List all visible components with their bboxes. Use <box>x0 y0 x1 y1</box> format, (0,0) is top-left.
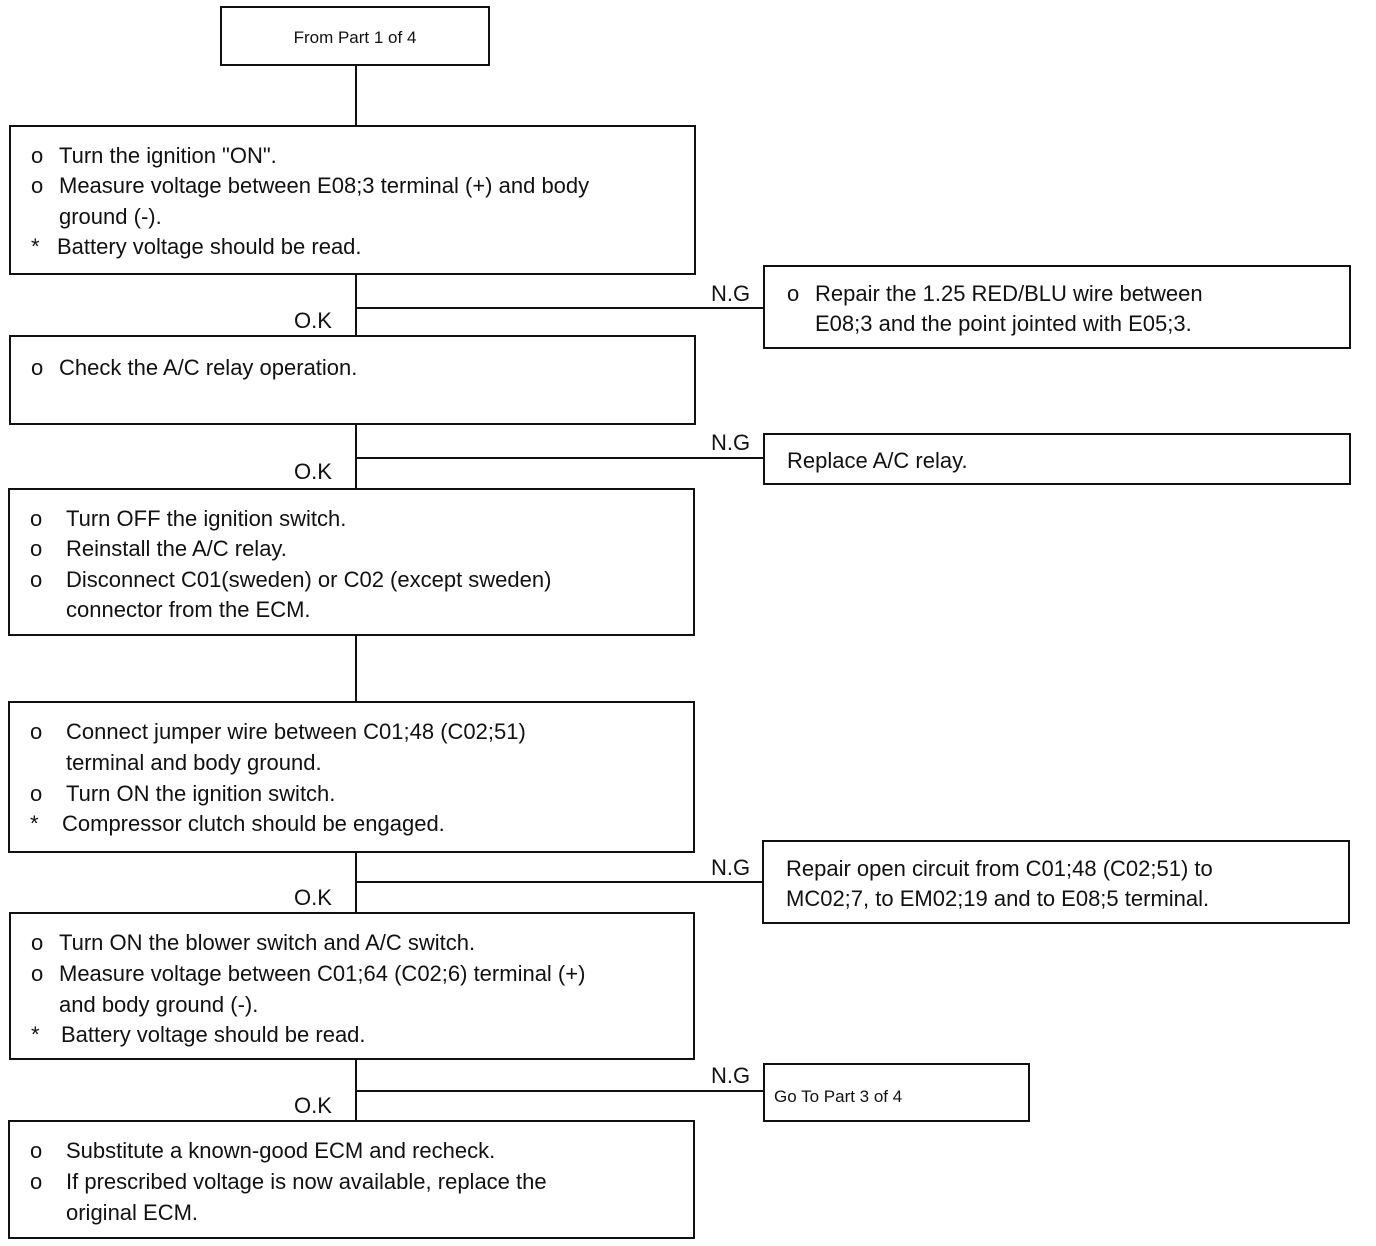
step-text: original ECM. <box>66 1200 199 1225</box>
step-text: Measure voltage between C01;64 (C02;6) t… <box>59 961 586 986</box>
step-text: If prescribed voltage is now available, … <box>66 1169 547 1194</box>
step-text: Connect jumper wire between C01;48 (C02;… <box>66 719 526 744</box>
ng-label: N.G <box>711 281 751 306</box>
step-text: terminal and body ground. <box>66 750 322 775</box>
step-text: Measure voltage between E08;3 terminal (… <box>59 173 590 198</box>
action-text: MC02;7, to EM02;19 and to E08;5 terminal… <box>786 886 1210 911</box>
step-text: Turn ON the ignition switch. <box>66 781 336 806</box>
bullet: * <box>31 234 40 259</box>
ok-label: O.K <box>294 1093 332 1118</box>
ok-label: O.K <box>294 308 332 333</box>
bullet: * <box>31 1022 40 1047</box>
connector-line <box>355 66 357 126</box>
action-text: Repair the 1.25 RED/BLU wire between <box>815 281 1203 306</box>
connector-line <box>355 635 357 702</box>
bullet: o <box>30 536 43 561</box>
ng-label: N.G <box>711 1063 751 1088</box>
start-label: From Part 1 of 4 <box>293 28 417 47</box>
ng-label: N.G <box>711 430 751 455</box>
step-5-box: o Turn ON the blower switch and A/C switc… <box>9 912 695 1060</box>
bullet: o <box>30 567 43 592</box>
goto-part-3-label: Go To Part 3 of 4 <box>774 1087 903 1106</box>
action-text: E08;3 and the point jointed with E05;3. <box>815 311 1192 336</box>
step-text: Battery voltage should be read. <box>61 1022 366 1047</box>
ng-branch-line <box>355 881 764 883</box>
connector-line <box>355 424 357 489</box>
step-text: Check the A/C relay operation. <box>59 355 358 380</box>
bullet: o <box>30 506 43 531</box>
step-4-box: o Connect jumper wire between C01;48 (C02… <box>8 701 695 853</box>
action-text: Repair open circuit from C01;48 (C02;51)… <box>786 856 1213 881</box>
step-text: and body ground (-). <box>59 992 259 1017</box>
step-2-box: o Check the A/C relay operation. <box>9 335 696 425</box>
bullet: o <box>30 719 43 744</box>
step-text: Turn OFF the ignition switch. <box>66 506 347 531</box>
start-box: From Part 1 of 4 <box>220 6 490 66</box>
bullet: o <box>31 173 44 198</box>
bullet: o <box>31 143 44 168</box>
ok-label: O.K <box>294 885 332 910</box>
step-text: Disconnect C01(sweden) or C02 (except sw… <box>66 567 552 592</box>
bullet: o <box>787 281 800 306</box>
goto-part-3-box: Go To Part 3 of 4 <box>763 1063 1030 1122</box>
step-text: Reinstall the A/C relay. <box>66 536 287 561</box>
step-text: Substitute a known-good ECM and recheck. <box>66 1138 496 1163</box>
step-6-box: o Substitute a known-good ECM and recheck… <box>8 1120 695 1239</box>
bullet: * <box>30 811 39 836</box>
bullet: o <box>31 355 44 380</box>
action-text: Replace A/C relay. <box>787 448 968 473</box>
ok-label: O.K <box>294 459 332 484</box>
replace-relay-box: Replace A/C relay. <box>763 433 1351 485</box>
ng-branch-line <box>355 1090 764 1092</box>
step-text: Turn ON the blower switch and A/C switch… <box>59 930 476 955</box>
bullet: o <box>31 961 44 986</box>
step-text: Turn the ignition "ON". <box>59 143 277 168</box>
bullet: o <box>30 1169 43 1194</box>
step-text: Battery voltage should be read. <box>57 234 362 259</box>
connector-line <box>355 274 357 336</box>
repair-circuit-box: Repair open circuit from C01;48 (C02;51)… <box>762 840 1350 924</box>
bullet: o <box>30 1138 43 1163</box>
ng-branch-line <box>355 457 764 459</box>
bullet: o <box>31 930 44 955</box>
step-text: Compressor clutch should be engaged. <box>62 811 445 836</box>
repair-wire-box: o Repair the 1.25 RED/BLU wire between E0… <box>763 265 1351 349</box>
step-text: ground (-). <box>59 204 162 229</box>
ng-branch-line <box>355 307 764 309</box>
ng-label: N.G <box>711 855 751 880</box>
bullet: o <box>30 781 43 806</box>
step-text: connector from the ECM. <box>66 597 311 622</box>
